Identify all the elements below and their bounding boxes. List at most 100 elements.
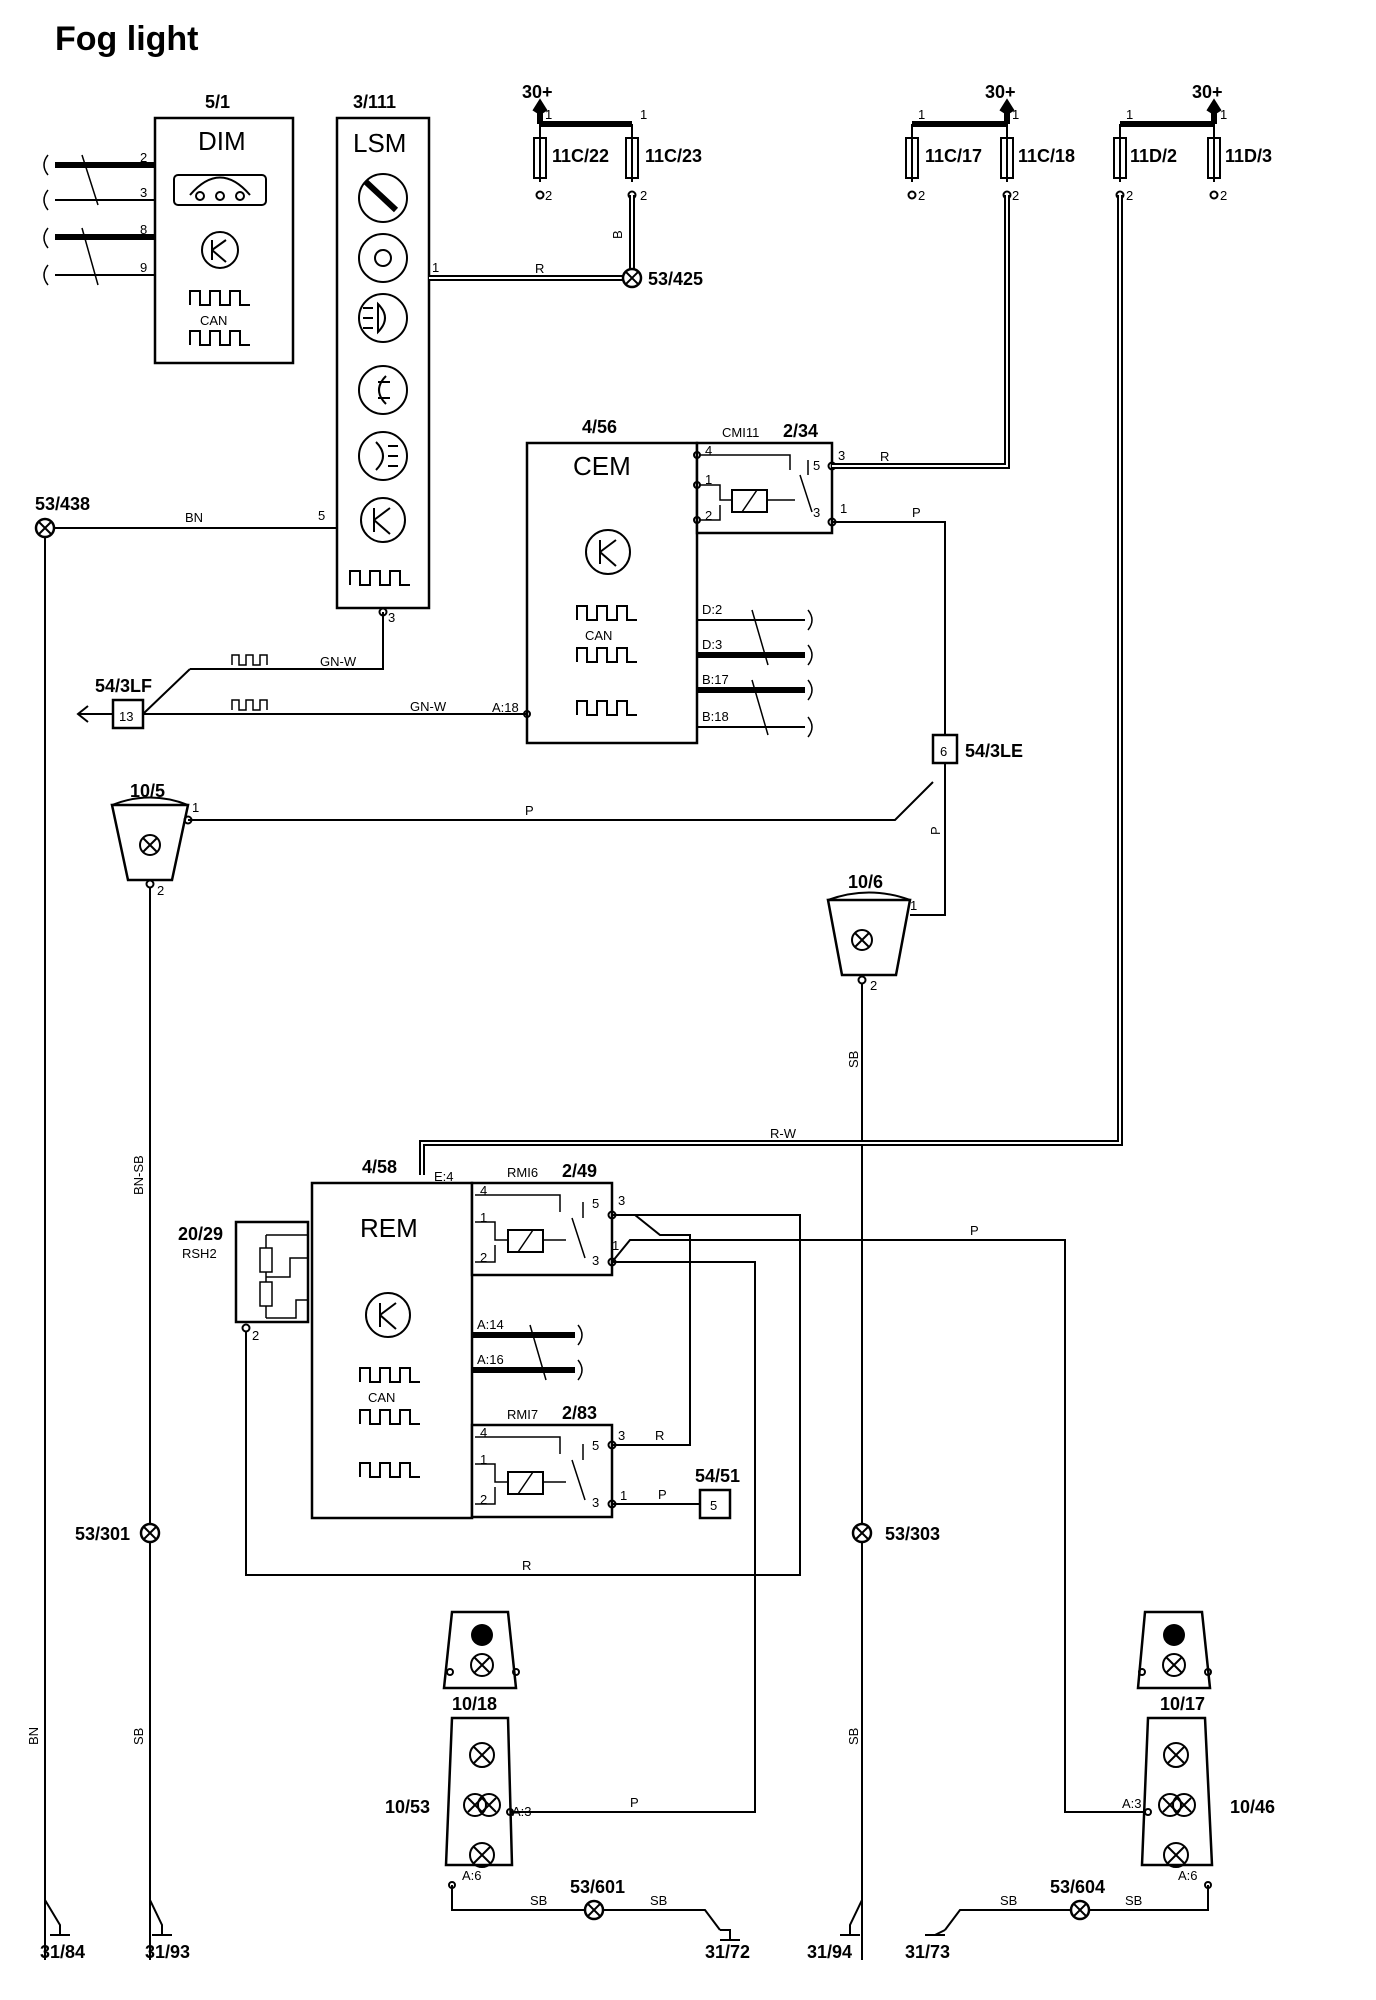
- relay-cem-pin3: 3: [813, 505, 820, 520]
- cem-pin-a18: A:18: [492, 700, 519, 715]
- cem-pin-d3: D:3: [702, 637, 722, 652]
- dim-pin-3: 3: [140, 185, 147, 200]
- lamp-10-5-label: 10/5: [130, 781, 165, 801]
- light-switch-icon: [358, 173, 408, 223]
- wire-color-r-4: R: [655, 1428, 664, 1443]
- wire-color-p-6: P: [658, 1487, 667, 1502]
- rear-fog-light-icon: [358, 431, 408, 481]
- fuse-c17-pin1: 1: [918, 107, 925, 122]
- signal-icon: [349, 570, 410, 586]
- rem-pin-a14: A:14: [477, 1317, 504, 1332]
- headlight-icon: [358, 293, 408, 343]
- connector-54-3le-pin: 6: [940, 744, 947, 759]
- can-signal-icon: [359, 1367, 420, 1383]
- lsm-id: 3/111: [353, 92, 396, 112]
- wire-color-gn-w: GN-W: [320, 654, 357, 669]
- splice-53-438-label: 53/438: [35, 494, 90, 514]
- lsm-module: 3/111 LSM 1 5 3: [318, 92, 439, 625]
- rem-relay-1-pin1-out: 1: [612, 1238, 619, 1253]
- rem-relay-1-pin1: 1: [480, 1210, 487, 1225]
- connector-54-3le-label: 54/3LE: [965, 741, 1023, 761]
- cem-module: 4/56 CEM CAN D:2 D:3 B:17 B:18 A:18: [492, 417, 813, 745]
- dim-pin-8: 8: [140, 222, 147, 237]
- front-fog-light-icon: [358, 365, 408, 415]
- wire-color-bn-2: BN: [26, 1727, 41, 1745]
- can-signal-icon-2: [576, 647, 637, 663]
- cem-id: 4/56: [582, 417, 617, 437]
- relay-cem-pin1-out: 1: [840, 501, 847, 516]
- dim-pin-9: 9: [140, 260, 147, 275]
- rem-pin-e4: E:4: [434, 1169, 454, 1184]
- dim-pin-2: 2: [140, 150, 147, 165]
- lamp-10-6-pin1: 1: [910, 898, 917, 913]
- lsm-pin-1: 1: [432, 260, 439, 275]
- rem-relay-1-pin3: 3: [592, 1253, 599, 1268]
- tail-left-pin-a6: A:6: [462, 1868, 482, 1883]
- transistor-icon: [201, 231, 239, 269]
- cem-pin-d2: D:2: [702, 602, 722, 617]
- fuse-c17-label: 11C/17: [925, 146, 982, 166]
- rsh-component: 20/29 RSH2 2: [178, 1220, 310, 1343]
- tail-left-pin-a3: A:3: [512, 1804, 532, 1819]
- fuse-group-d2-d3: 30+ 1 1 2 2 11D/2 11D/3: [1113, 82, 1272, 203]
- rem-relay-1-pin4: 4: [480, 1183, 487, 1198]
- wire-color-bn: BN: [185, 510, 203, 525]
- fuse-c18-pin2: 2: [1012, 188, 1019, 203]
- dim-pin-wires: [55, 164, 155, 276]
- fuse-c18-pin1: 1: [1012, 107, 1019, 122]
- lamp-10-6-pin2: 2: [870, 978, 877, 993]
- rem-module: 4/58 REM E:4 CAN A:14 A:16: [310, 1157, 583, 1520]
- diagram-title: Fog light: [55, 20, 199, 58]
- fuse-d2-pin2: 2: [1126, 188, 1133, 203]
- wire-color-bn-sb: BN-SB: [131, 1155, 146, 1195]
- connector-54-3lf-label: 54/3LF: [95, 676, 152, 696]
- wire-color-p-5: P: [630, 1795, 639, 1810]
- front-fog-lamp-left: 10/5 1 2: [110, 781, 199, 898]
- rem-id: 4/58: [362, 1157, 397, 1177]
- rem-can-label: CAN: [368, 1390, 395, 1405]
- wire-color-sb-1: SB: [846, 1051, 861, 1068]
- dim-module: 5/1 DIM CAN 2 3 8 9: [43, 92, 295, 365]
- relay-cem-pin2: 2: [705, 508, 712, 523]
- fuse-c17-pin2: 2: [918, 188, 925, 203]
- tail-right-label: 10/17: [1160, 1694, 1205, 1714]
- rem-relay-2-pin3: 3: [592, 1495, 599, 1510]
- rear-light-left-upper: [442, 1610, 520, 1690]
- rsh-id: 20/29: [178, 1224, 223, 1244]
- rsh-name: RSH2: [182, 1246, 217, 1261]
- fuse-d3-pin1: 1: [1220, 107, 1227, 122]
- fuse-c23-pin2: 2: [640, 188, 647, 203]
- can-signal-icon: [189, 290, 250, 306]
- wire-color-p: P: [912, 505, 921, 520]
- rem-relay-2-name: RMI7: [507, 1407, 538, 1422]
- ground-31-84: 31/84: [40, 1942, 85, 1962]
- supply-label-2: 30+: [985, 82, 1016, 102]
- cem-name: CEM: [573, 451, 631, 481]
- rear-light-right-lower: 10/17 10/46 A:3 A:6: [1122, 1694, 1275, 1889]
- wire-color-sb-7: SB: [1125, 1893, 1142, 1908]
- wire-p-relay-to-connector: [832, 521, 946, 735]
- connector-54-3lf-pin: 13: [119, 709, 133, 724]
- wire-color-sb-5: SB: [650, 1893, 667, 1908]
- ground-31-94: 31/94: [807, 1942, 852, 1962]
- splice-53-303-label: 53/303: [885, 1524, 940, 1544]
- connector-54-51-pin: 5: [710, 1498, 717, 1513]
- wire-color-gn-w-2: GN-W: [410, 699, 447, 714]
- rem-relay-2: RMI7 2/83 4 1 2 5 3 3 1: [470, 1403, 627, 1519]
- signal-icon: [359, 1462, 420, 1478]
- fuse-c23-label: 11C/23: [645, 146, 702, 166]
- dim-name: DIM: [198, 126, 246, 156]
- wire-color-r-3: R: [522, 1558, 531, 1573]
- wire-lsm-to-fuse: [429, 195, 635, 281]
- fuse-c23-pin1: 1: [640, 107, 647, 122]
- transistor-icon: [360, 497, 406, 543]
- splice-53-425-label: 53/425: [648, 269, 703, 289]
- ground-31-93: 31/93: [145, 1942, 190, 1962]
- fuse-d3-label: 11D/3: [1225, 146, 1272, 166]
- can-signal-icon: [576, 605, 637, 621]
- dim-id: 5/1: [205, 92, 230, 112]
- cem-relay-name: CMI11: [722, 425, 759, 440]
- splice-53-301-label: 53/301: [75, 1524, 130, 1544]
- rem-relay-2-pin1-out: 1: [620, 1488, 627, 1503]
- dim-can-label: CAN: [200, 313, 227, 328]
